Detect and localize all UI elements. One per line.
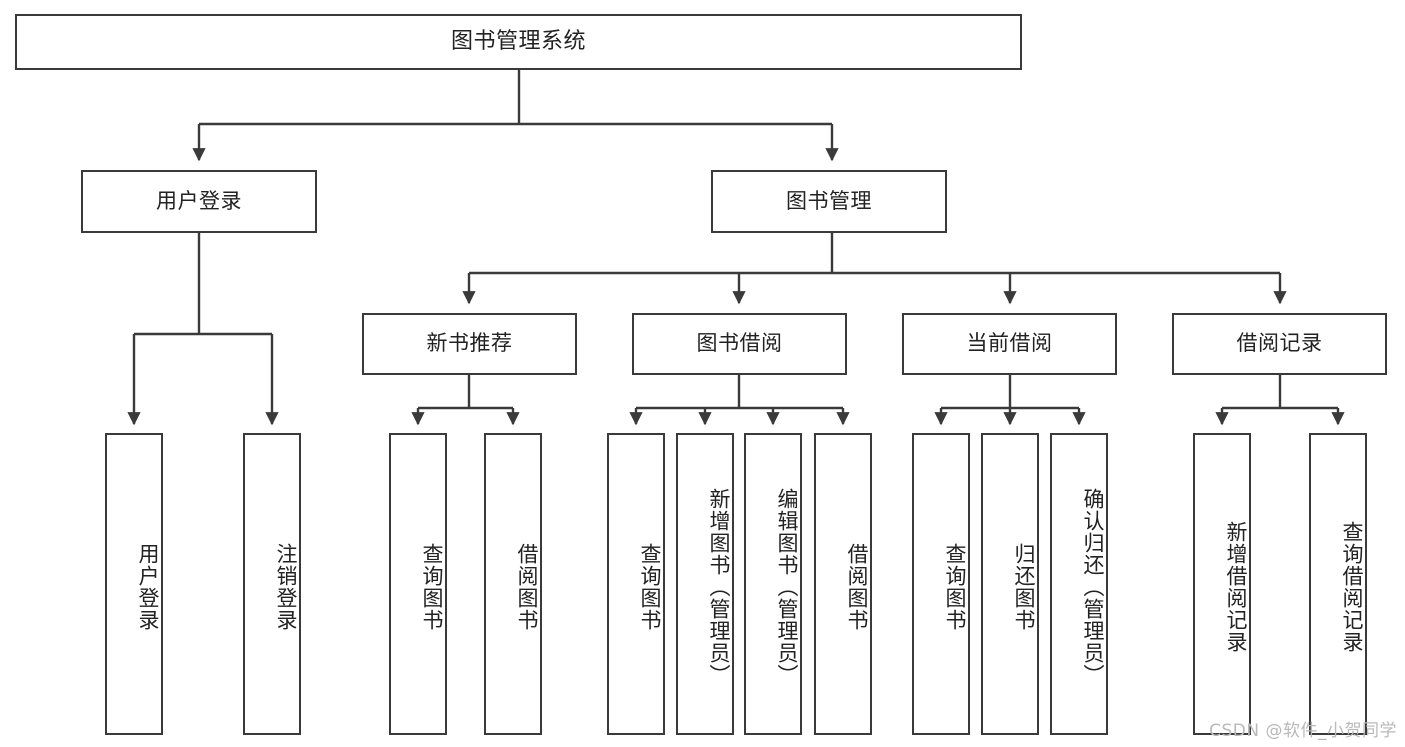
node-label: 新书推荐: [426, 331, 513, 356]
node-leaf-query-book-borrow[interactable]: 查询图书: [607, 433, 665, 735]
node-label: 用户登录: [156, 188, 242, 213]
node-leaf-user-logout[interactable]: 注销登录: [243, 433, 301, 735]
node-label: 借阅记录: [1236, 331, 1323, 356]
node-label: 新增图书（管理员）: [707, 488, 731, 686]
node-label: 当前借阅: [966, 331, 1053, 356]
node-leaf-borrow-book-recommend[interactable]: 借阅图书: [484, 433, 542, 735]
node-leaf-borrow-book[interactable]: 借阅图书: [814, 433, 872, 735]
node-leaf-edit-book-admin[interactable]: 编辑图书（管理员）: [744, 433, 802, 735]
node-leaf-confirm-return-admin[interactable]: 确认归还（管理员）: [1050, 433, 1108, 735]
node-label: 确认归还（管理员）: [1081, 488, 1105, 686]
node-label: 借阅图书: [515, 543, 539, 631]
node-leaf-return-book[interactable]: 归还图书: [981, 433, 1039, 735]
node-leaf-query-borrow-record[interactable]: 查询借阅记录: [1309, 433, 1367, 735]
node-root-book-management-system[interactable]: 图书管理系统: [15, 14, 1022, 70]
node-label: 图书管理系统: [450, 28, 586, 54]
node-current-borrow[interactable]: 当前借阅: [902, 313, 1117, 375]
node-label: 查询图书: [420, 543, 444, 631]
node-user-login[interactable]: 用户登录: [81, 170, 317, 233]
node-label: 查询图书: [638, 543, 662, 631]
node-book-management[interactable]: 图书管理: [711, 170, 947, 233]
node-leaf-add-book-admin[interactable]: 新增图书（管理员）: [676, 433, 734, 735]
node-label: 编辑图书（管理员）: [775, 488, 799, 686]
node-label: 查询借阅记录: [1340, 521, 1364, 653]
node-leaf-user-login[interactable]: 用户登录: [105, 433, 163, 735]
node-label: 归还图书: [1012, 543, 1036, 631]
node-leaf-query-book-recommend[interactable]: 查询图书: [389, 433, 447, 735]
node-label: 新增借阅记录: [1224, 521, 1248, 653]
node-book-borrow[interactable]: 图书借阅: [632, 313, 847, 375]
node-label: 注销登录: [274, 543, 298, 631]
node-label: 图书借阅: [696, 331, 783, 356]
node-label: 图书管理: [786, 188, 872, 213]
node-new-book-recommend[interactable]: 新书推荐: [362, 313, 577, 375]
node-label: 用户登录: [136, 543, 160, 631]
node-label: 借阅图书: [845, 543, 869, 631]
node-label: 查询图书: [943, 543, 967, 631]
node-leaf-add-borrow-record[interactable]: 新增借阅记录: [1193, 433, 1251, 735]
node-borrow-record[interactable]: 借阅记录: [1172, 313, 1387, 375]
csdn-watermark: CSDN @软件_小贺同学: [1209, 721, 1397, 741]
node-leaf-query-book-current[interactable]: 查询图书: [912, 433, 970, 735]
